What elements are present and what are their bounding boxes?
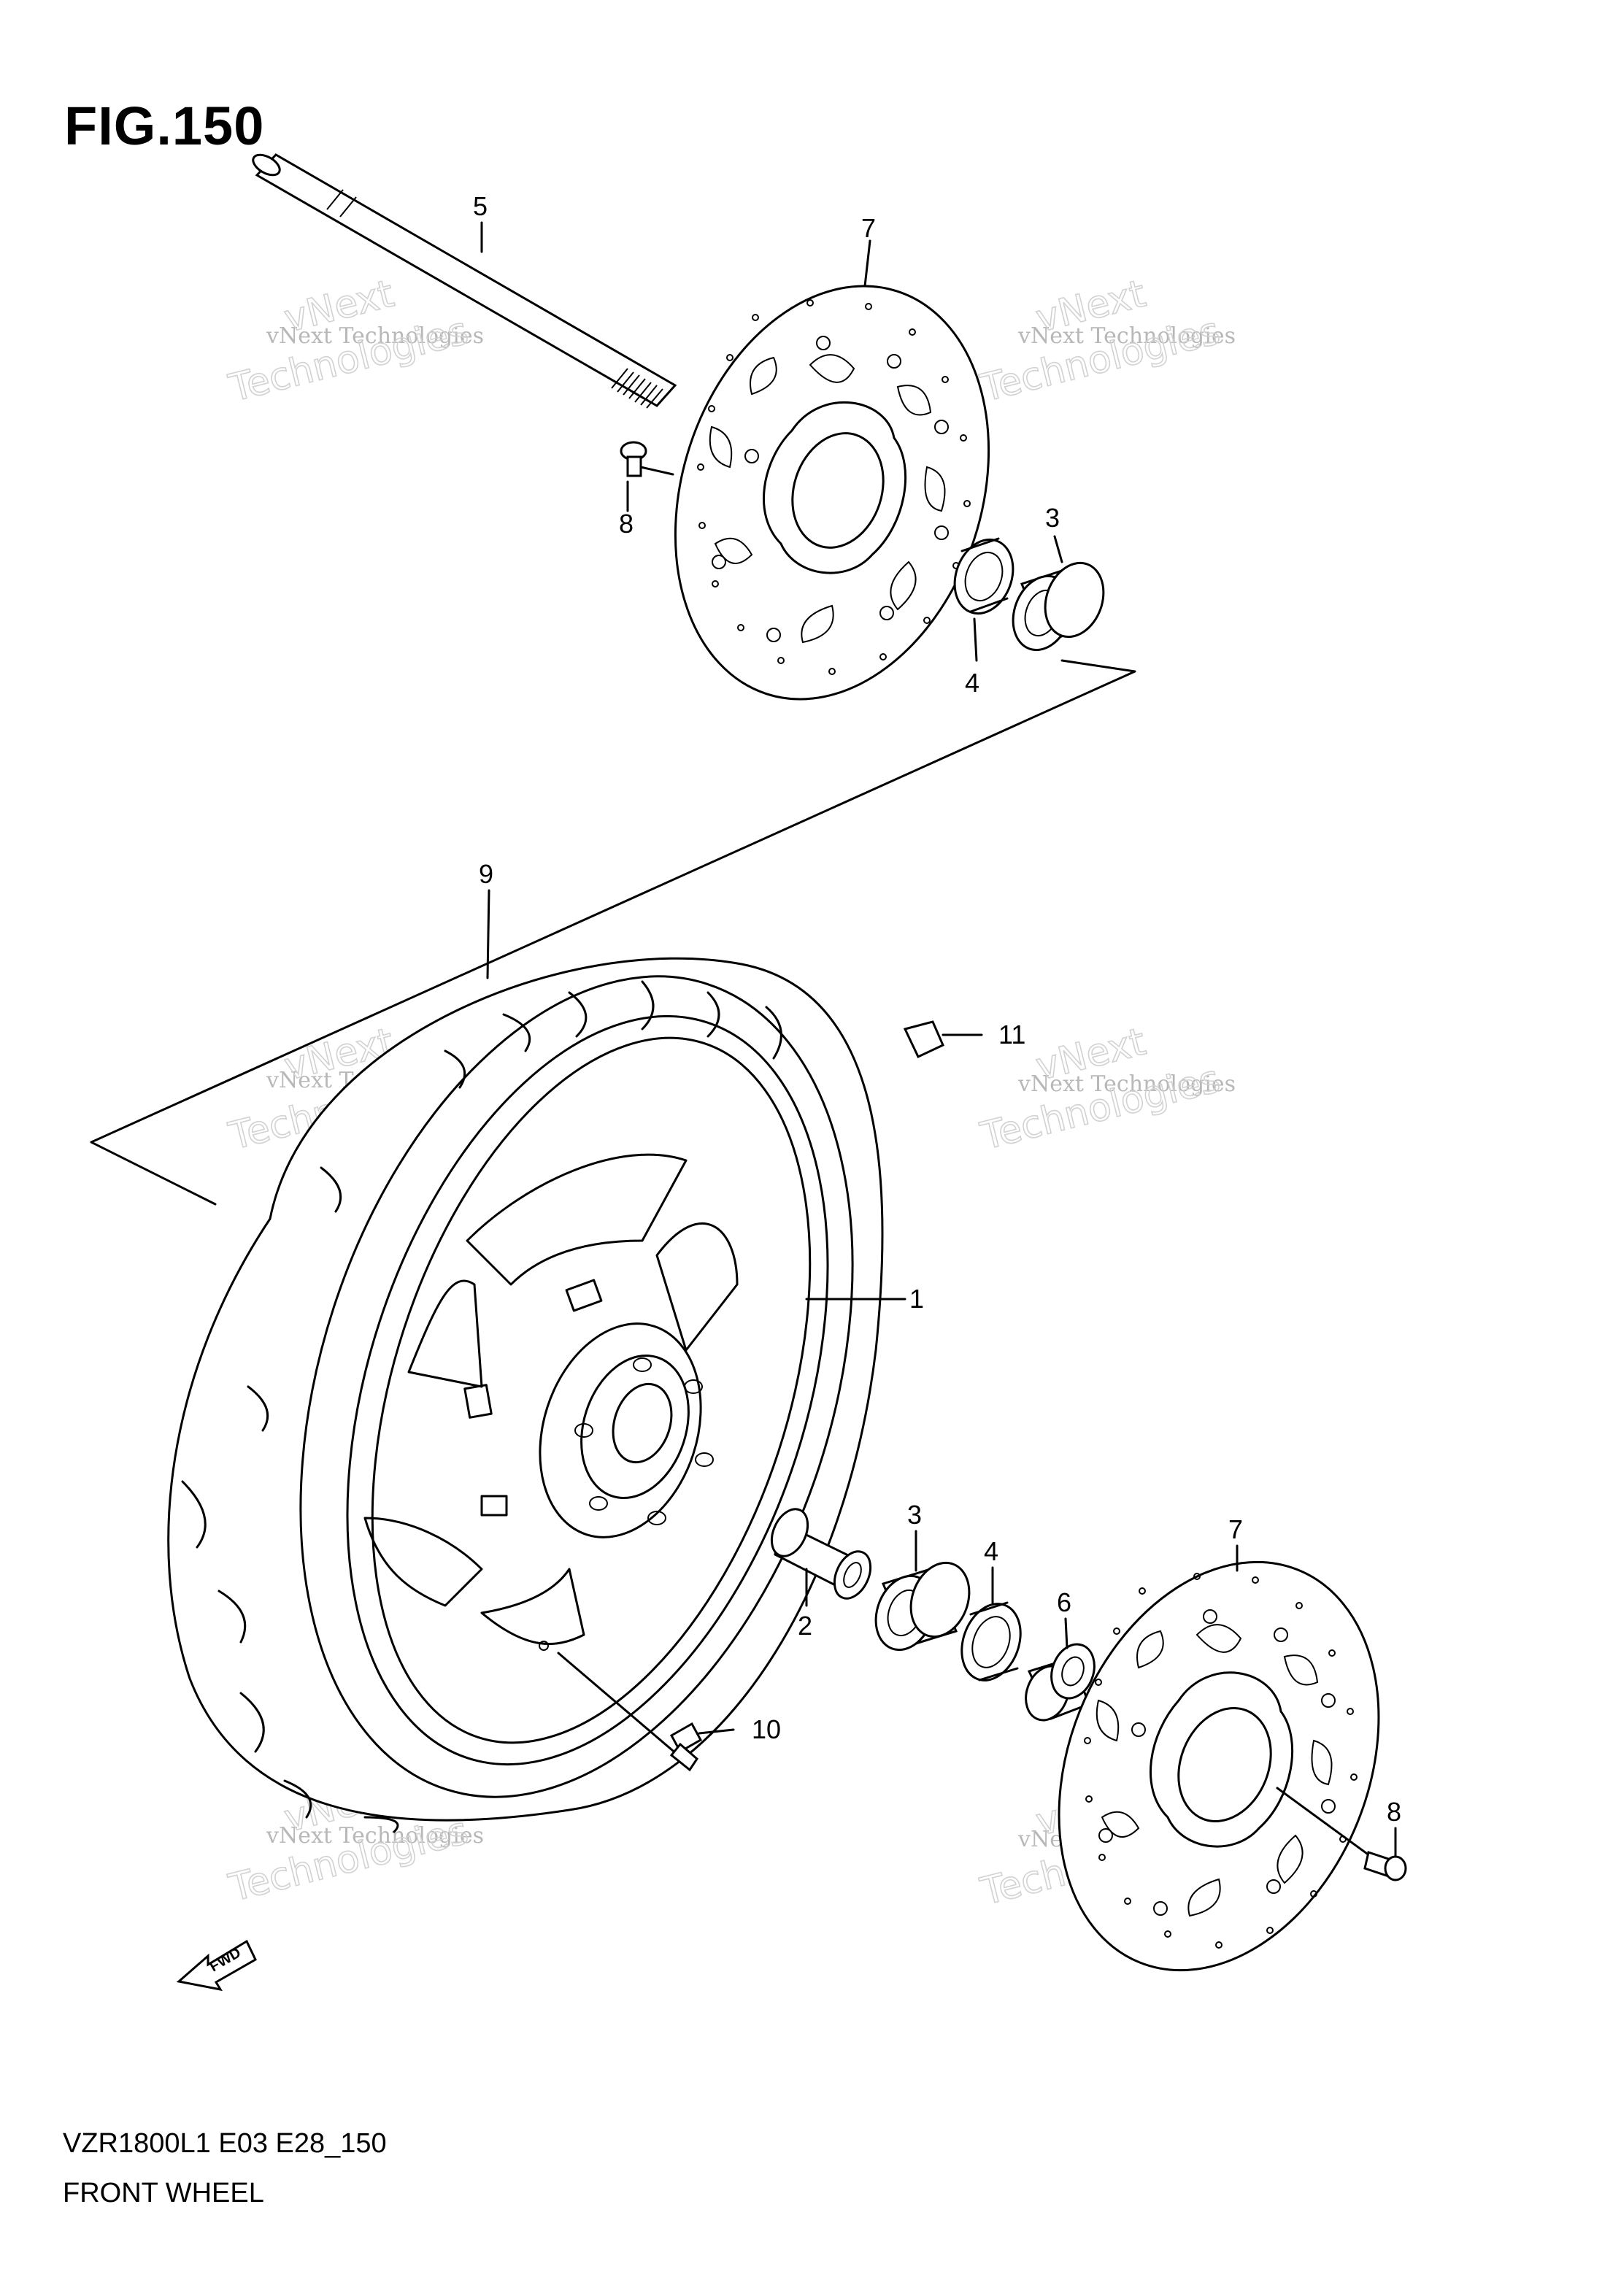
collar-shape (1025, 1643, 1096, 1722)
part-number-labels: 5 7 8 3 4 9 11 1 2 3 4 6 7 10 8 (473, 191, 1401, 1827)
brake-disc-upper-shape (674, 285, 990, 701)
part-number: 3 (1045, 503, 1060, 533)
wheel-and-tire-shape (167, 957, 884, 1833)
part-number: 5 (473, 191, 488, 221)
part-number: 8 (1387, 1797, 1401, 1827)
dust-seal-lower-shape (960, 1601, 1022, 1681)
brake-disc-lower-shape (1058, 1560, 1380, 1972)
part-number: 9 (479, 859, 493, 889)
bearing-upper-shape (1012, 561, 1105, 652)
figure-title: FIG.150 (64, 96, 265, 156)
part-number: 11 (998, 1020, 1025, 1049)
spacer-shape (770, 1508, 872, 1600)
part-number: 2 (798, 1611, 812, 1641)
part-number: 4 (965, 668, 979, 698)
leader-lines (480, 221, 1239, 1649)
dust-seal-upper-shape (953, 537, 1014, 615)
valve-shape (557, 1652, 735, 1772)
part-number: 1 (909, 1284, 924, 1314)
part-number: 7 (861, 213, 876, 243)
watermark-text: vNext Technologies (266, 1823, 484, 1849)
part-number: 8 (619, 509, 634, 539)
disc-bolt-lower-shape (1276, 1787, 1407, 1881)
watermark-text: vNext Technologies (266, 323, 484, 349)
part-number: 7 (1228, 1514, 1243, 1544)
watermark-text: vNext Technologies (1017, 323, 1236, 349)
part-number: 4 (984, 1536, 998, 1566)
part-number: 6 (1057, 1587, 1071, 1617)
model-code: VZR1800L1 E03 E28_150 (63, 2128, 387, 2159)
balancer-shape (903, 1020, 983, 1058)
forward-direction-arrow: FWD (176, 1939, 257, 1992)
part-number: 10 (752, 1714, 781, 1744)
watermark-text: vNext Technologies (1017, 1071, 1236, 1097)
axle-shape (252, 153, 677, 409)
bearing-lower-shape (874, 1561, 971, 1652)
part-number: 3 (907, 1500, 922, 1530)
assembly-bracket-line (90, 659, 1136, 1206)
section-name: FRONT WHEEL (63, 2178, 264, 2208)
disc-bolt-upper-shape (620, 441, 674, 477)
